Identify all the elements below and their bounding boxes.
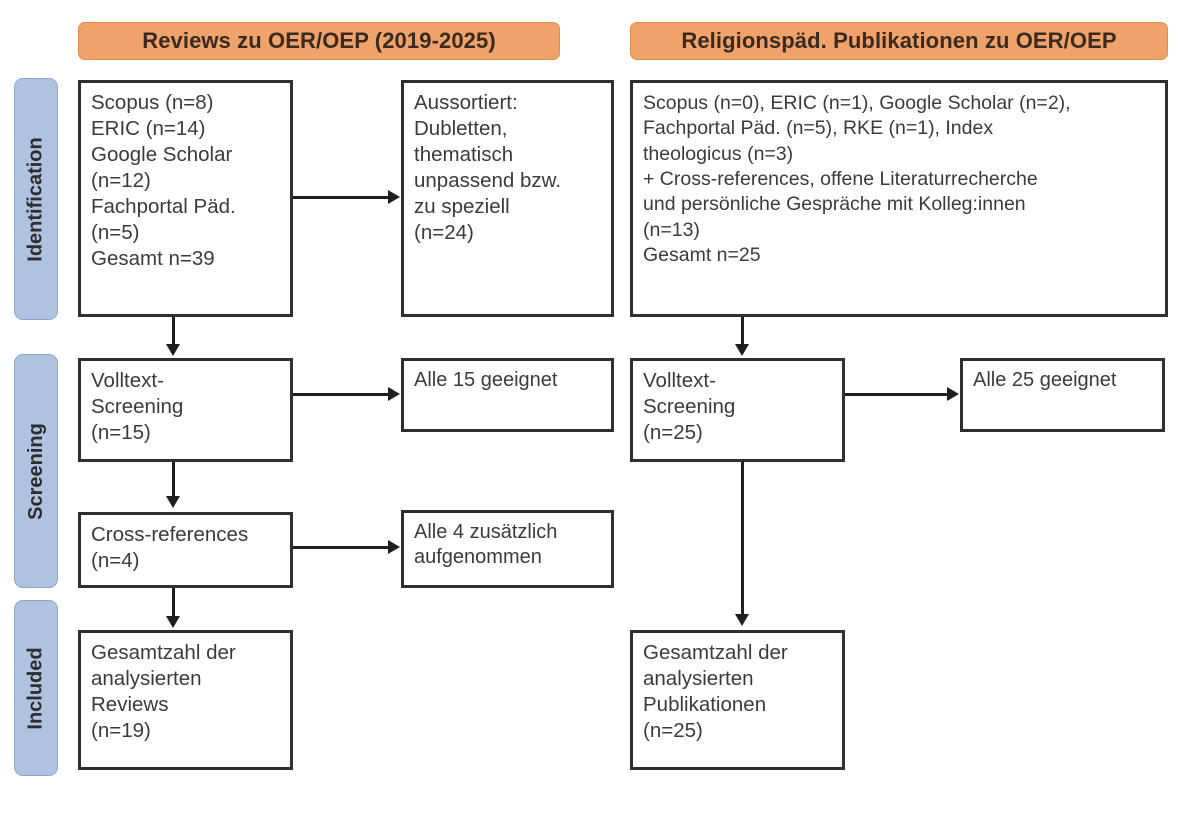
box-left-identification-sources: Scopus (n=8) ERIC (n=14) Google Scholar … — [78, 80, 293, 317]
column-header-right: Religionspäd. Publikationen zu OER/OEP — [630, 22, 1168, 60]
stage-label-screening: Screening — [14, 354, 58, 588]
connector-left-sources-to-excluded — [293, 196, 388, 199]
box-left-fulltext-result: Alle 15 geeignet — [401, 358, 614, 432]
stage-label-identification: Identification — [14, 78, 58, 320]
arrowhead-left-fulltext-to-result — [388, 387, 400, 401]
arrowhead-left-sources-to-excluded — [388, 190, 400, 204]
stage-label-screening-text: Screening — [24, 422, 47, 520]
box-left-cross-references: Cross-references (n=4) — [78, 512, 293, 588]
arrowhead-right-sources-to-fulltext — [735, 344, 749, 356]
stage-label-identification-text: Identification — [24, 136, 47, 262]
box-left-cross-references-result: Alle 4 zusätzlich aufgenommen — [401, 510, 614, 588]
arrowhead-left-sources-to-fulltext — [166, 344, 180, 356]
box-left-included-total: Gesamtzahl der analysierten Reviews (n=1… — [78, 630, 293, 770]
column-header-left: Reviews zu OER/OEP (2019-2025) — [78, 22, 560, 60]
box-right-included-total: Gesamtzahl der analysierten Publikatione… — [630, 630, 845, 770]
connector-right-sources-to-fulltext — [741, 317, 744, 346]
arrowhead-right-fulltext-to-included — [735, 614, 749, 626]
connector-left-crossrefs-to-included — [172, 588, 175, 618]
box-left-excluded: Aussortiert: Dubletten, thematisch unpas… — [401, 80, 614, 317]
box-right-fulltext-screening: Volltext- Screening (n=25) — [630, 358, 845, 462]
box-right-fulltext-result: Alle 25 geeignet — [960, 358, 1165, 432]
stage-label-included-text: Included — [24, 646, 47, 730]
connector-right-fulltext-to-included — [741, 462, 744, 616]
arrowhead-left-crossrefs-to-result — [388, 540, 400, 554]
connector-left-sources-to-fulltext — [172, 317, 175, 346]
connector-left-crossrefs-to-result — [293, 546, 388, 549]
connector-left-fulltext-to-result — [293, 393, 388, 396]
box-right-identification-sources: Scopus (n=0), ERIC (n=1), Google Scholar… — [630, 80, 1168, 317]
connector-left-fulltext-to-crossrefs — [172, 462, 175, 498]
connector-right-fulltext-to-result — [845, 393, 947, 396]
arrowhead-left-fulltext-to-crossrefs — [166, 496, 180, 508]
stage-label-included: Included — [14, 600, 58, 776]
box-left-fulltext-screening: Volltext- Screening (n=15) — [78, 358, 293, 462]
arrowhead-right-fulltext-to-result — [947, 387, 959, 401]
arrowhead-left-crossrefs-to-included — [166, 616, 180, 628]
